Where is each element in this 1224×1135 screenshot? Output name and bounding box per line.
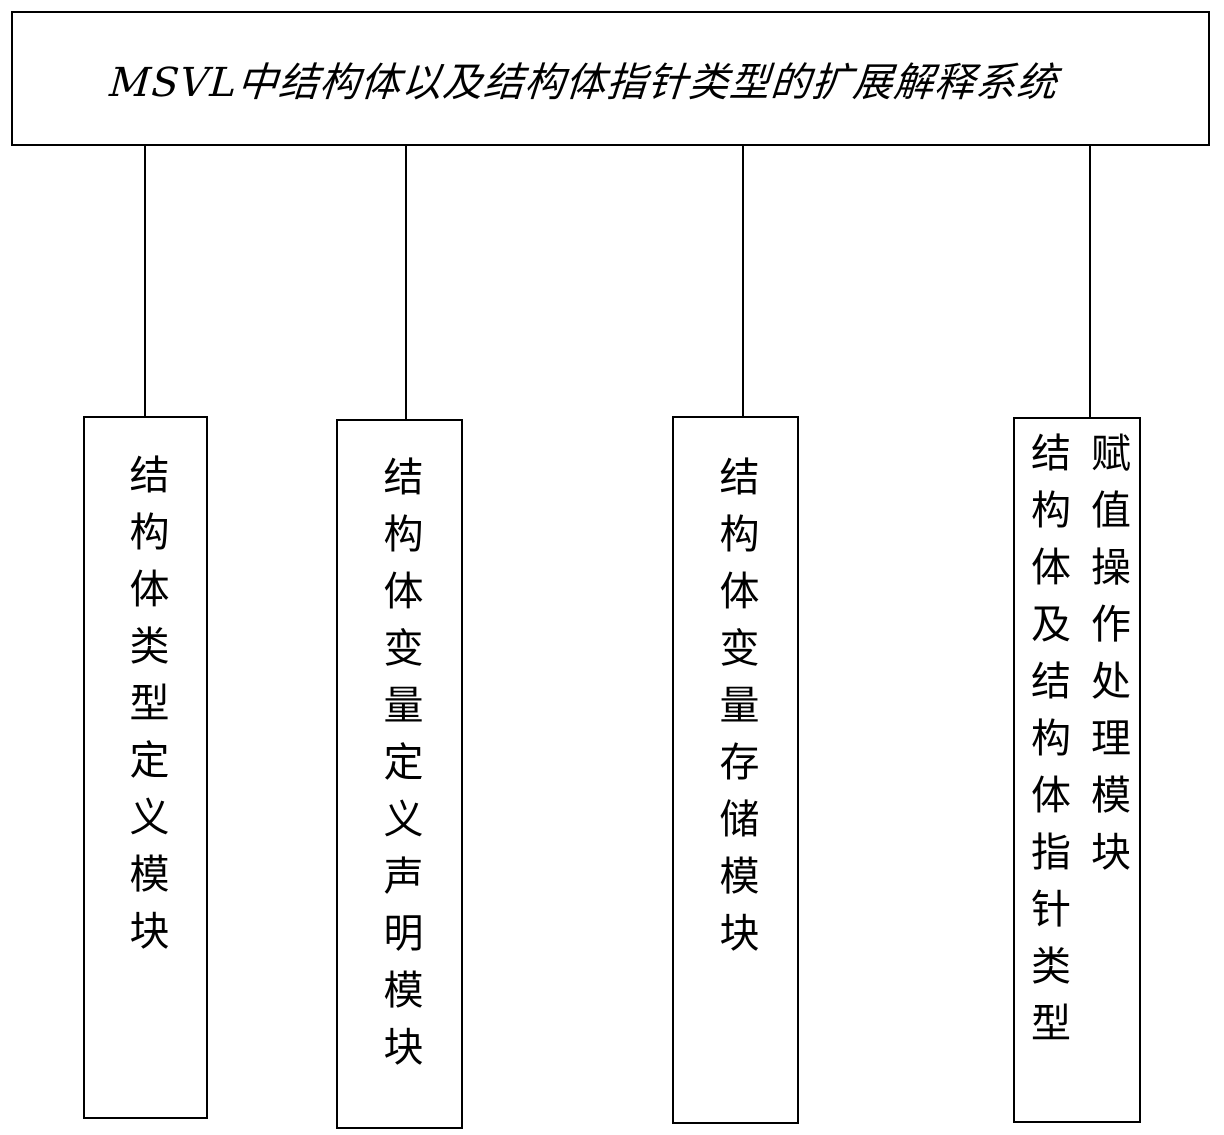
- connector-line-module-4: [1089, 146, 1091, 417]
- module-label-struct-type-definition: 结构体类型定义模块: [122, 454, 169, 967]
- module-box-assignment-operation-processing: 结构体及结构体指针类型赋值操作处理模块: [1013, 417, 1141, 1123]
- module-box-struct-variable-definition-declaration: 结构体变量定义声明模块: [336, 419, 463, 1129]
- module-box-struct-variable-storage: 结构体变量存储模块: [672, 416, 799, 1124]
- module-label-struct-variable-definition-declaration: 结构体变量定义声明模块: [376, 456, 423, 1083]
- module-box-struct-type-definition: 结构体类型定义模块: [83, 416, 208, 1119]
- module-label-struct-variable-storage: 结构体变量存储模块: [712, 456, 759, 969]
- connector-line-module-1: [144, 146, 146, 416]
- connector-line-module-2: [405, 146, 407, 419]
- system-title: MSVL中结构体以及结构体指针类型的扩展解释系统: [107, 59, 1059, 106]
- module-label-assignment-operation-processing: 结构体及结构体指针类型赋值操作处理模块: [1024, 432, 1130, 1059]
- connector-line-module-3: [742, 146, 744, 416]
- system-title-box: MSVL中结构体以及结构体指针类型的扩展解释系统: [11, 11, 1210, 146]
